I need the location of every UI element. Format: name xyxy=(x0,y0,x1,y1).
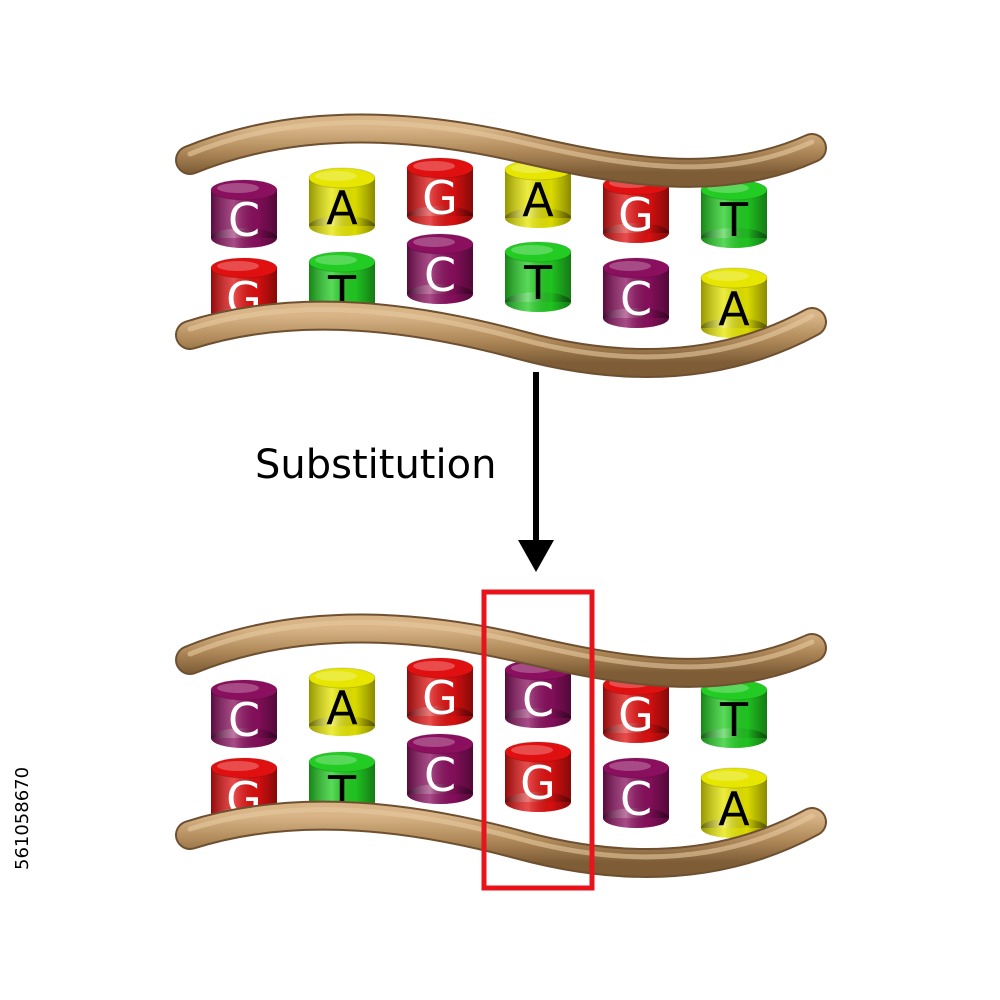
after-top-letter-3: C xyxy=(522,673,554,727)
after-bottom-base-C-4: C xyxy=(602,757,670,828)
after-bottom-backbone xyxy=(177,802,825,876)
after-top-letter-0: C xyxy=(228,693,260,747)
before-bottom-letter-5: A xyxy=(718,282,750,336)
before-top-letter-3: A xyxy=(522,173,554,227)
before-top-letter-1: A xyxy=(326,181,358,235)
after-bottom-letter-4: C xyxy=(620,772,652,826)
substitution-label: Substitution xyxy=(255,442,496,488)
before-bottom-base-C-4: C xyxy=(602,257,670,328)
before-top-base-C-0: C xyxy=(210,179,278,248)
after-top-letter-1: A xyxy=(326,681,358,735)
after-top-base-A-1: A xyxy=(308,667,376,736)
after-bottom-letter-3: G xyxy=(520,756,556,810)
before-top-backbone xyxy=(177,115,825,186)
after-top-letter-2: G xyxy=(422,671,458,725)
before-bottom-backbone xyxy=(177,302,825,376)
after-bottom-base-A-5: A xyxy=(700,767,768,838)
before-bottom-backbone-highlight xyxy=(187,307,815,360)
before-top-base-A-1: A xyxy=(308,167,376,236)
stock-id: 561058670 xyxy=(12,767,33,870)
before-top-base-A-3: A xyxy=(504,159,572,228)
after-top-base-G-2: G xyxy=(406,657,474,726)
after-top-letter-5: T xyxy=(719,693,749,747)
after-top-base-C-3: C xyxy=(504,659,572,728)
after-bottom-backbone-highlight xyxy=(187,807,815,860)
after-bottom-base-C-2: C xyxy=(406,733,474,804)
before-top-letter-0: C xyxy=(228,193,260,247)
after-bottom-letter-2: C xyxy=(424,748,456,802)
after-bottom-base-G-3: G xyxy=(504,741,572,812)
before-bottom-letter-4: C xyxy=(620,272,652,326)
after-top-base-C-0: C xyxy=(210,679,278,748)
before-top-base-G-2: G xyxy=(406,157,474,226)
before-top-base-T-5: T xyxy=(700,179,768,248)
after-top-base-T-5: T xyxy=(700,679,768,748)
after-top-letter-4: G xyxy=(618,688,654,742)
before-top-backbone-highlight xyxy=(187,120,815,170)
after-bottom-letter-5: A xyxy=(718,782,750,836)
after-top-backbone-highlight xyxy=(187,620,815,670)
before-top-letter-2: G xyxy=(422,171,458,225)
substitution-arrow xyxy=(518,372,554,572)
substitution-highlight-box xyxy=(481,589,595,891)
before-bottom-base-T-3: T xyxy=(504,241,572,312)
before-top-letter-5: T xyxy=(719,193,749,247)
before-bottom-letter-2: C xyxy=(424,248,456,302)
after-top-backbone xyxy=(177,615,825,686)
before-top-letter-4: G xyxy=(618,188,654,242)
before-bottom-base-C-2: C xyxy=(406,233,474,304)
before-bottom-letter-3: T xyxy=(523,256,553,310)
before-bottom-base-A-5: A xyxy=(700,267,768,338)
